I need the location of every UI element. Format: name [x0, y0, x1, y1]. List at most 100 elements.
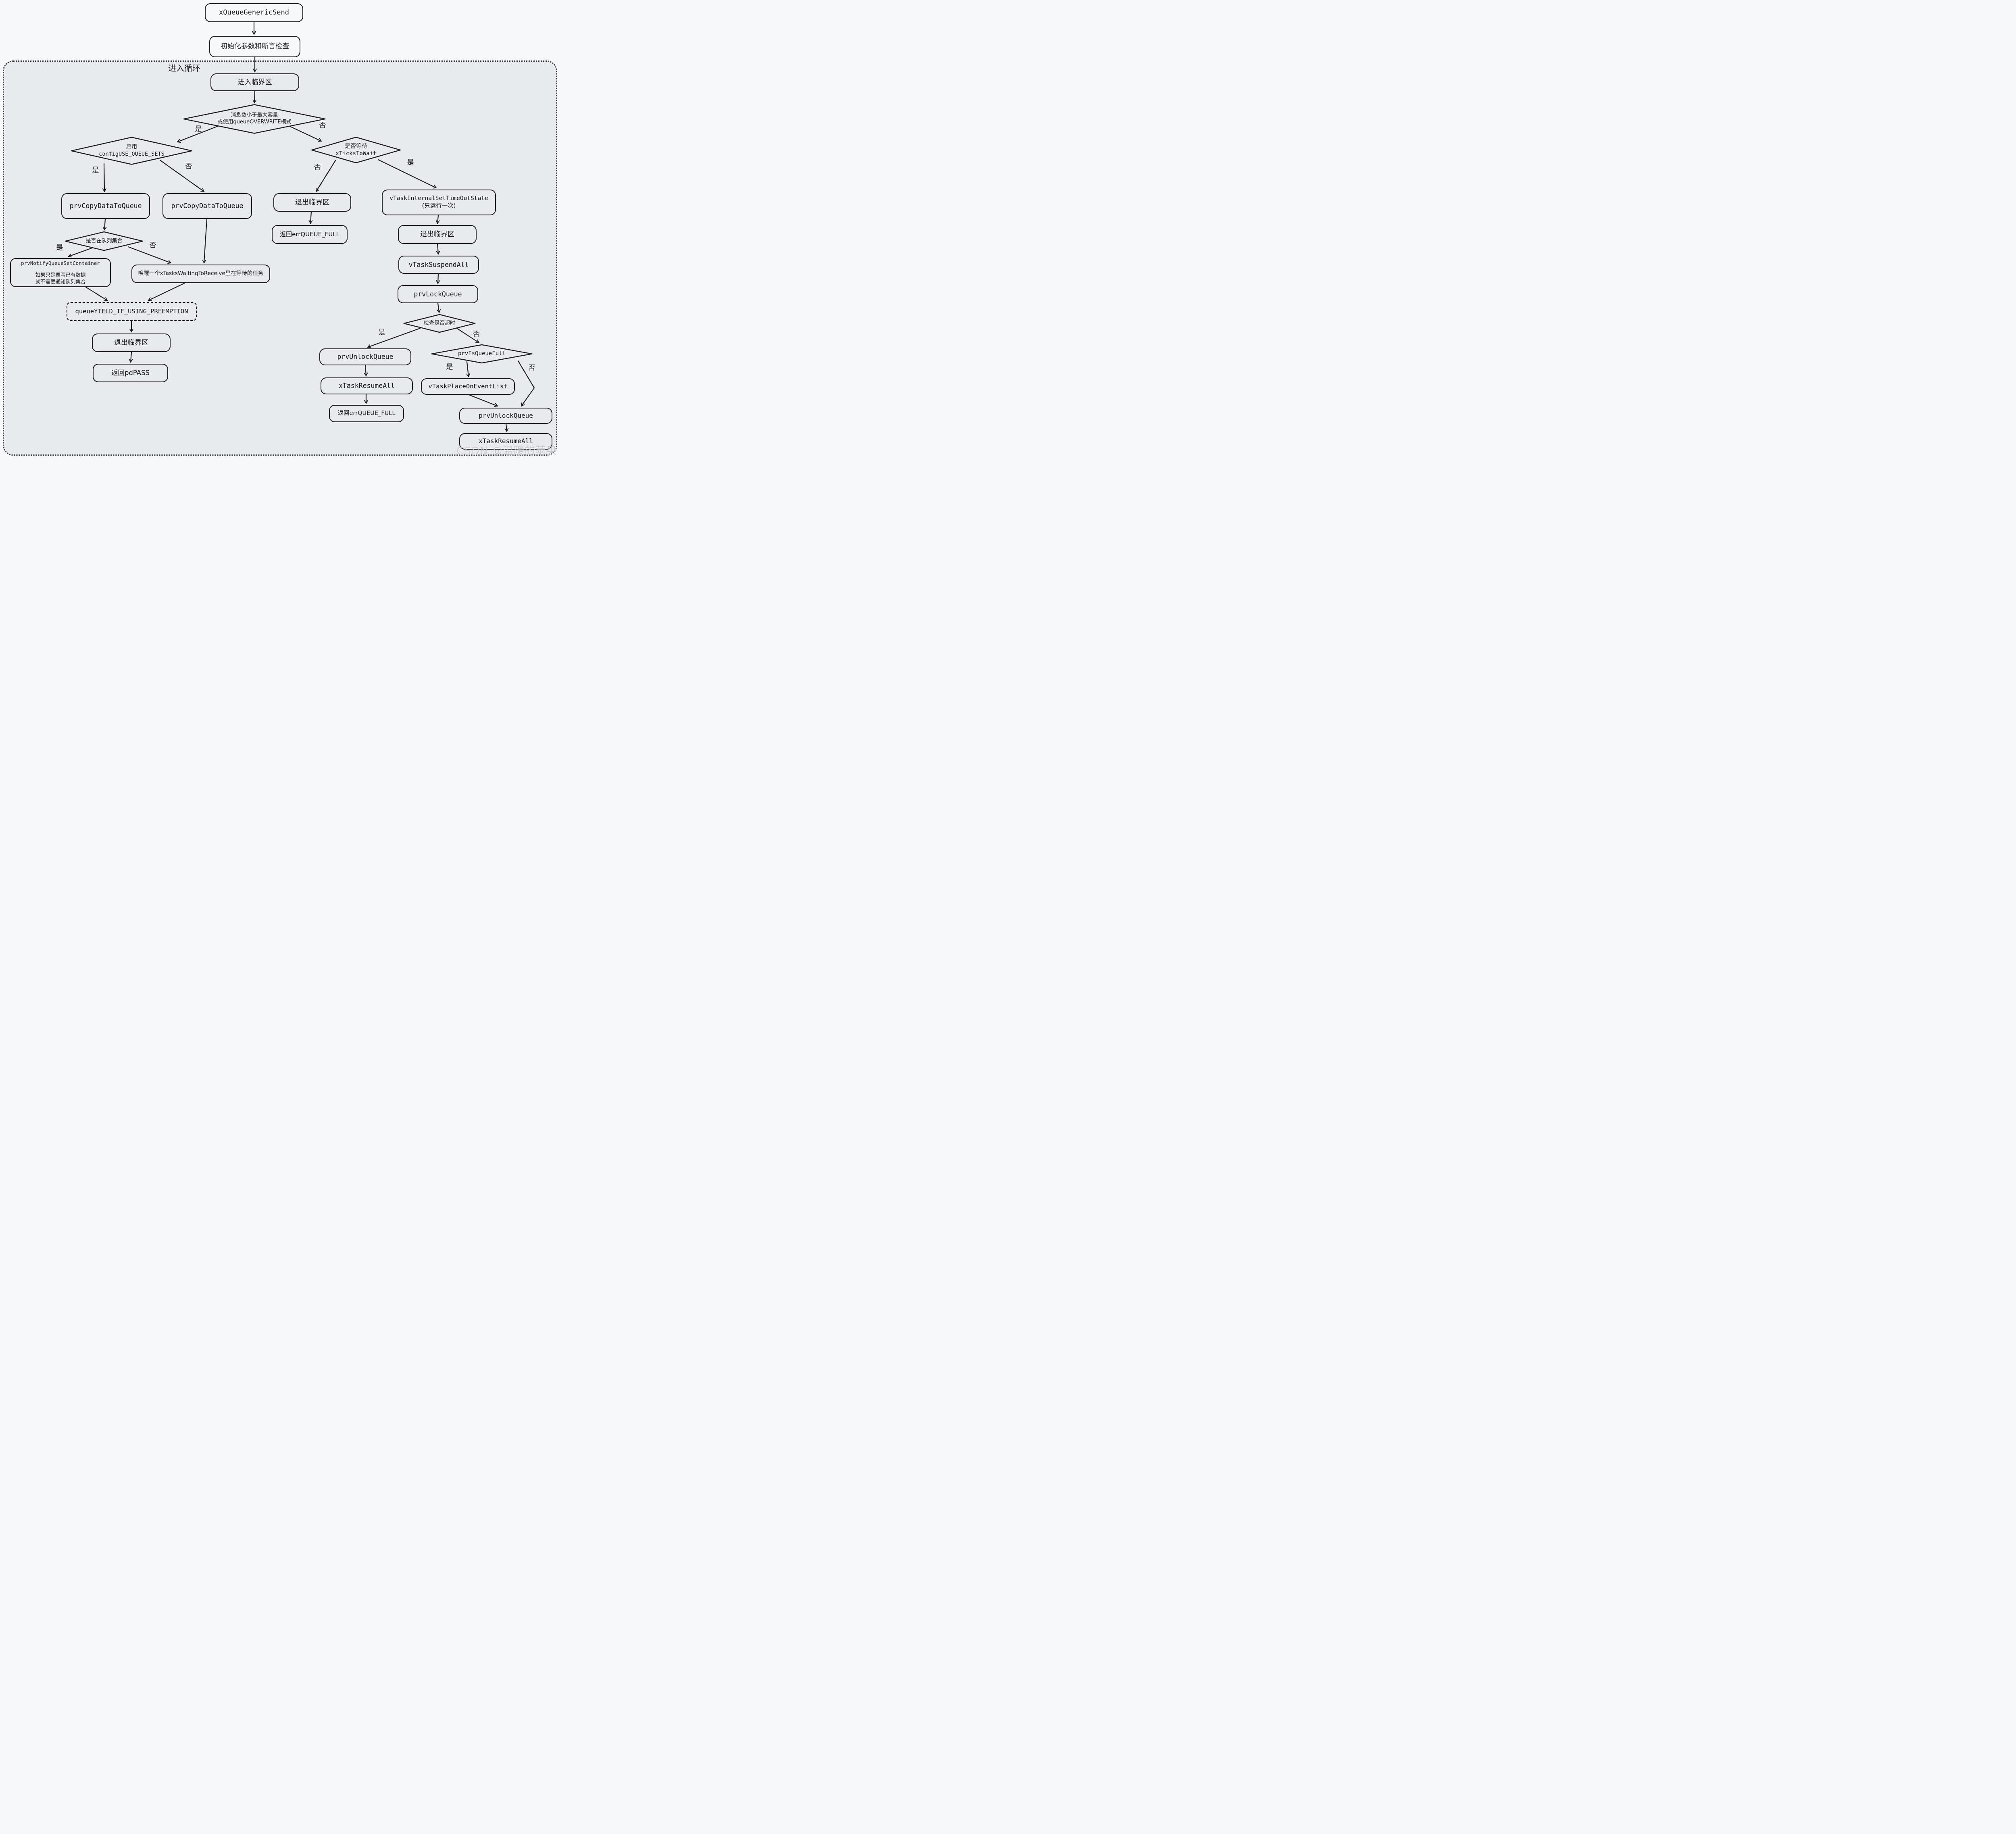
node-unlock_mid: prvUnlockQueue — [319, 348, 411, 365]
node-text-line: 退出临界区 — [295, 198, 329, 206]
node-text: 初始化参数和断言检查 — [221, 42, 289, 51]
node-text-line: vTaskPlaceOnEventList — [428, 383, 508, 390]
node-text: prvNotifyQueueSetContainer 如果只是覆写已有数据就不需要… — [21, 260, 100, 285]
edge-enter_critical-to-d_capacity — [252, 90, 257, 104]
node-start: xQueueGenericSend — [205, 3, 303, 22]
node-notify_container: prvNotifyQueueSetContainer 如果只是覆写已有数据就不需要… — [10, 258, 111, 287]
node-d_in_set: 是否在队列集合 — [65, 231, 144, 251]
node-copy2: prvCopyDataToQueue — [162, 193, 252, 219]
node-text-line: 是否等待 — [345, 143, 367, 150]
edge-d_queue_full-to-unlock_br — [517, 360, 535, 407]
node-text: prvUnlockQueue — [337, 352, 393, 361]
node-text-line: xTaskResumeAll — [338, 382, 395, 390]
node-text: vTaskPlaceOnEventList — [429, 382, 508, 390]
node-exit_critical_left: 退出临界区 — [92, 333, 171, 352]
node-text-line: (只运行一次) — [422, 203, 456, 209]
edge-d_wait-to-exit_critical_mid — [315, 160, 336, 192]
edge-d_timeout-to-unlock_mid — [367, 327, 421, 348]
node-text: prvCopyDataToQueue — [171, 202, 244, 210]
edge-copy1-to-d_in_set — [102, 218, 107, 231]
node-text: xTaskResumeAll — [339, 381, 395, 390]
node-text: prvUnlockQueue — [479, 412, 533, 420]
loop-region-label: 进入循环 — [168, 63, 200, 73]
node-text-line: 就不需要通知队列集合 — [35, 278, 86, 285]
edge-notify_container-to-yield_macro — [85, 286, 108, 301]
node-text-line: prvLockQueue — [414, 290, 462, 298]
node-set_timeout: vTaskInternalSetTimeOutState(只运行一次) — [382, 190, 496, 215]
node-text-line: xQueueGenericSend — [219, 8, 289, 17]
edge-label-d_wait-to-set_timeout: 是 — [407, 158, 414, 167]
node-unlock_br: prvUnlockQueue — [459, 408, 552, 424]
diamond-shape — [403, 314, 476, 333]
node-text-line: 退出临界区 — [420, 230, 454, 239]
diamond-shape — [311, 137, 401, 163]
node-exit_critical_mid: 退出临界区 — [273, 193, 351, 212]
flowchart-canvas: 进入循环 xQueueGenericSend 初始化参数和断言检查进入临界区消息数… — [0, 0, 560, 458]
node-place_event: vTaskPlaceOnEventList — [421, 378, 515, 395]
node-text: vTaskSuspendAll — [408, 261, 469, 269]
node-text: 进入临界区 — [238, 78, 272, 87]
flow-edges — [68, 21, 535, 432]
edge-label-d_capacity-to-d_wait: 否 — [319, 121, 326, 129]
node-text: 退出临界区 — [420, 230, 454, 239]
edge-d_capacity-to-d_wait — [288, 125, 322, 142]
node-text-line: 返回errQUEUE_FULL — [280, 230, 339, 238]
edge-copy2-to-wake_task — [202, 218, 208, 264]
edge-d_in_set-to-notify_container — [68, 247, 93, 258]
node-text-line: xTicksToWait — [335, 150, 377, 157]
node-lock_queue: prvLockQueue — [398, 285, 478, 303]
node-text-line: xTaskResumeAll — [479, 437, 533, 445]
edge-label-d_queue_full-to-place_event: 是 — [446, 363, 453, 371]
edge-set_timeout-to-exit_critical_right — [435, 215, 440, 224]
node-text-line: vTaskInternalSetTimeOutState — [389, 195, 488, 202]
edge-label-d_wait-to-exit_critical_mid: 否 — [314, 163, 321, 171]
edge-unlock_mid-to-resume_mid — [364, 365, 368, 377]
watermark: CSDN @温暖的苹果 — [456, 445, 557, 457]
node-text-line: 初始化参数和断言检查 — [221, 42, 289, 51]
node-resume_br: xTaskResumeAll — [459, 433, 552, 450]
diamond-shape — [431, 344, 533, 363]
edge-unlock_br-to-resume_br — [504, 423, 509, 432]
node-text-line: prvIsQueueFull — [458, 350, 506, 357]
node-text-line: prvCopyDataToQueue — [69, 202, 142, 210]
node-d_queue_full: prvIsQueueFull — [431, 344, 533, 363]
node-text: 返回errQUEUE_FULL — [338, 410, 396, 417]
node-text-line: 退出临界区 — [114, 338, 148, 347]
node-suspend_all: vTaskSuspendAll — [398, 256, 479, 274]
node-text-line: 是否在队列集合 — [85, 238, 123, 244]
node-text: prvIsQueueFull — [458, 350, 506, 357]
node-ret_pdpass: 返回pdPASS — [93, 364, 168, 382]
node-yield_macro: queueYIELD_IF_USING_PREEMPTION — [67, 302, 197, 321]
node-wake_task: 唤醒一个xTasksWaitingToReceive里在等待的任务 — [131, 265, 270, 283]
node-text: queueYIELD_IF_USING_PREEMPTION — [75, 307, 188, 315]
node-text-line: prvNotifyQueueSetContainer — [21, 260, 100, 267]
node-text: 是否在队列集合 — [85, 238, 122, 245]
edge-label-d_queue_sets-to-copy2: 否 — [185, 162, 192, 171]
node-text: xQueueGenericSend — [219, 8, 289, 17]
node-text-line: 唤醒一个xTasksWaitingToReceive里在等待的任务 — [138, 270, 264, 277]
node-text-line: 如果只是覆写已有数据 — [35, 272, 86, 278]
edge-label-d_timeout-to-d_queue_full: 否 — [473, 330, 480, 338]
edge-label-d_queue_full-to-unlock_br: 否 — [528, 364, 535, 372]
edge-exit_critical_right-to-suspend_all — [436, 243, 440, 255]
edge-label-d_queue_sets-to-copy1: 是 — [92, 166, 99, 175]
node-text: 返回errQUEUE_FULL — [280, 231, 339, 239]
node-text-line: prvUnlockQueue — [479, 411, 533, 419]
node-text-line: 或使用queueOVERWRITE模式 — [217, 119, 292, 125]
diamond-shape — [182, 104, 327, 134]
node-text-line: 消息数小于最大容量 — [231, 112, 278, 119]
edge-d_wait-to-set_timeout — [377, 159, 437, 189]
node-copy1: prvCopyDataToQueue — [61, 193, 150, 219]
node-text: xTaskResumeAll — [479, 437, 533, 446]
node-text-line: prvUnlockQueue — [337, 353, 394, 361]
node-init: 初始化参数和断言检查 — [209, 36, 300, 57]
node-text-line: 返回errQUEUE_FULL — [337, 410, 396, 417]
node-text-line: prvCopyDataToQueue — [171, 202, 244, 210]
node-resume_mid: xTaskResumeAll — [321, 377, 413, 394]
node-text: prvCopyDataToQueue — [70, 202, 142, 210]
node-text: 退出临界区 — [114, 338, 148, 347]
